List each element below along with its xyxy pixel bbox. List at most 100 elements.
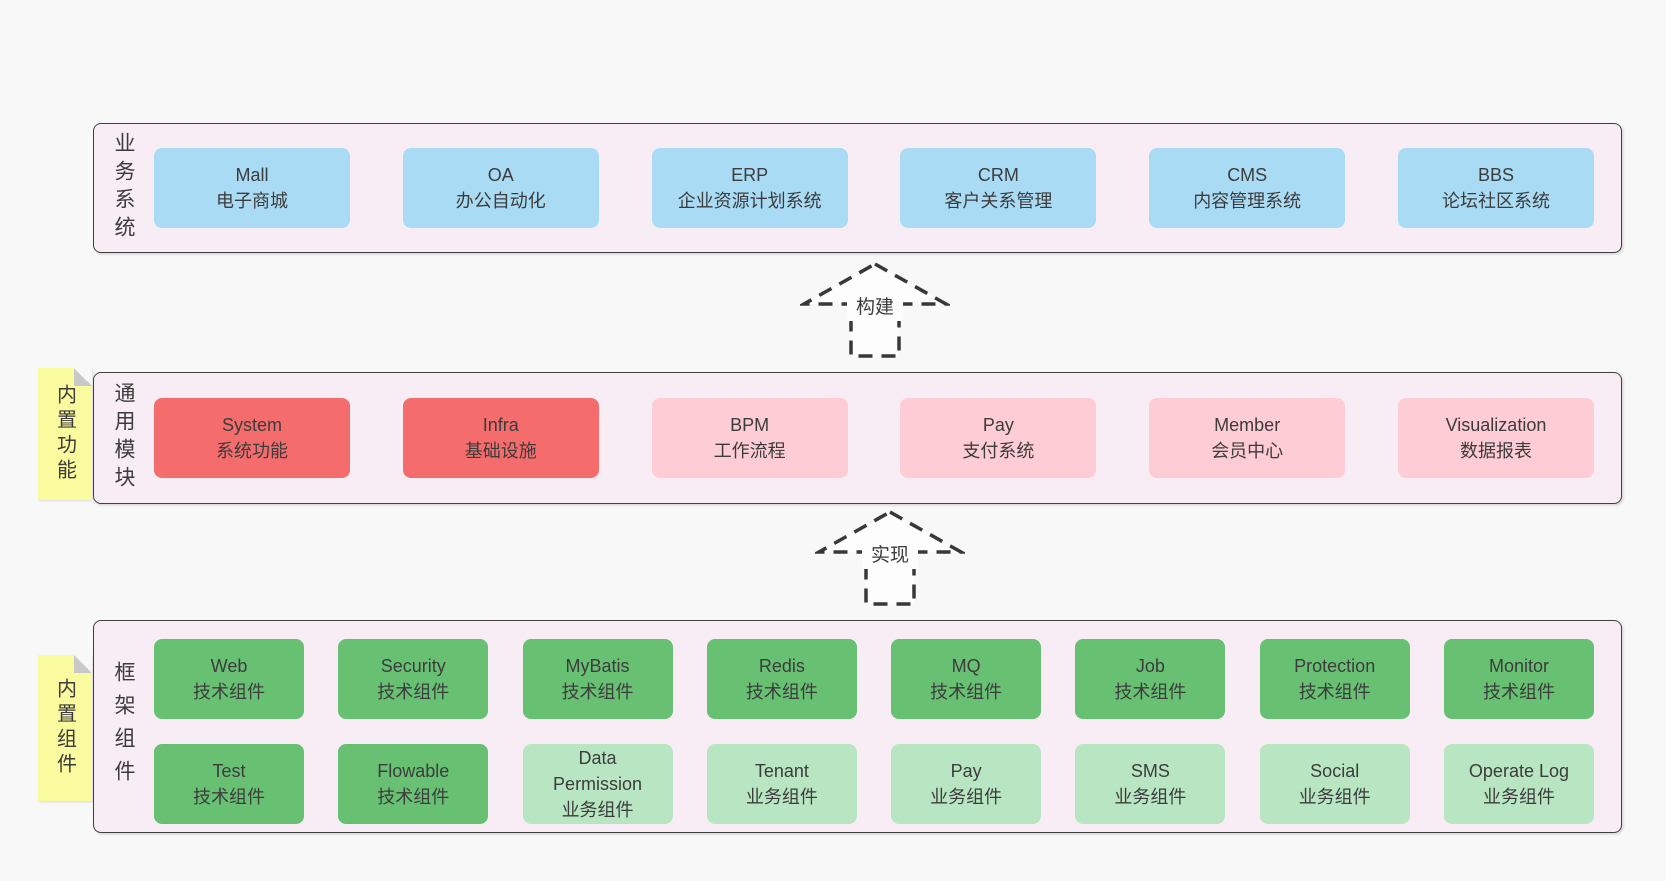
node-subtitle: 企业资源计划系统 [677, 191, 822, 211]
node-visualization: Visualization 数据报表 [1397, 398, 1594, 478]
node-subtitle: 技术组件 [1114, 682, 1187, 702]
band-framework-components: 框架组件 Web 技术组件 Security 技术组件 MyBatis 技术组件… [93, 620, 1622, 833]
node-subtitle: 工作流程 [713, 441, 786, 461]
node-mq: MQ 技术组件 [891, 639, 1042, 719]
node-test: Test 技术组件 [154, 744, 304, 824]
node-subtitle: 技术组件 [377, 682, 450, 702]
node-subtitle: 业务组件 [561, 800, 634, 821]
node-subtitle: 业务组件 [1482, 787, 1555, 807]
node-title: Test [212, 760, 246, 781]
arrow-label-backing [847, 291, 903, 321]
node-subtitle: 技术组件 [1298, 682, 1371, 702]
node-subtitle: 业务组件 [745, 787, 818, 807]
component-row-2: Test 技术组件 Flowable 技术组件 Data Permission … [154, 744, 1594, 824]
node-subtitle: 技术组件 [193, 682, 265, 702]
band-box-grid: Web 技术组件 Security 技术组件 MyBatis 技术组件 Redi… [154, 639, 1594, 849]
node-subtitle: 技术组件 [561, 682, 634, 702]
node-title: MyBatis [565, 655, 630, 676]
node-subtitle: 内容管理系统 [1193, 191, 1302, 211]
node-title: Flowable [377, 760, 450, 781]
node-mall: Mall 电子商城 [154, 148, 350, 228]
node-pay: Pay 支付系统 [900, 398, 1097, 478]
node-security: Security 技术组件 [338, 639, 489, 719]
node-web: Web 技术组件 [154, 639, 304, 719]
arrow-label-backing [862, 539, 918, 569]
node-subtitle: 办公自动化 [455, 191, 546, 211]
node-subtitle: 技术组件 [930, 682, 1003, 702]
node-subtitle: 客户关系管理 [944, 191, 1053, 211]
node-protection: Protection 技术组件 [1259, 639, 1410, 719]
note-fold-corner [74, 655, 92, 673]
node-tenant: Tenant 业务组件 [706, 744, 857, 824]
node-system: System 系统功能 [154, 398, 350, 478]
note-built-in-components: 内置组件 [38, 655, 92, 801]
node-subtitle: 业务组件 [1114, 787, 1187, 807]
node-title: Security [380, 655, 446, 676]
node-subtitle: 系统功能 [216, 441, 288, 461]
arrow-implement: 实现 [815, 508, 965, 608]
arrow-build: 构建 [800, 260, 950, 360]
node-bbs: BBS 论坛社区系统 [1397, 148, 1594, 228]
node-subtitle: 基础设施 [464, 441, 537, 461]
node-title: BBS [1477, 164, 1514, 185]
node-subtitle: 支付系统 [962, 441, 1035, 461]
node-title: Pay [950, 760, 982, 781]
node-title: Mall [235, 164, 269, 185]
node-title: MQ [951, 655, 981, 676]
band-label-business-systems: 业务系统 [112, 132, 135, 244]
arrow-label: 构建 [856, 296, 894, 318]
node-erp: ERP 企业资源计划系统 [651, 148, 848, 228]
node-title: Member [1214, 414, 1281, 435]
node-social: Social 业务组件 [1259, 744, 1410, 824]
node-title: Operate Log [1468, 760, 1569, 781]
node-title: Redis [758, 655, 805, 676]
node-subtitle: 业务组件 [930, 787, 1003, 807]
node-crm: CRM 客户关系管理 [900, 148, 1097, 228]
note-built-in-features: 内置功能 [38, 368, 92, 500]
node-subtitle: 业务组件 [1298, 787, 1371, 807]
node-redis: Redis 技术组件 [706, 639, 857, 719]
node-subtitle: 技术组件 [745, 682, 818, 702]
node-title: Social [1310, 760, 1360, 781]
node-title: Infra [482, 414, 519, 435]
node-title: Job [1135, 655, 1165, 676]
node-member: Member 会员中心 [1149, 398, 1346, 478]
node-title: Visualization [1445, 414, 1547, 435]
band-common-modules: 通用模块 System 系统功能 Infra 基础设施 BPM 工作流程 Pay… [93, 372, 1622, 504]
node-title: Protection [1294, 655, 1376, 676]
band-box-row: Mall 电子商城 OA 办公自动化 ERP 企业资源计划系统 CRM 客户关系… [154, 124, 1594, 252]
node-subtitle: 技术组件 [193, 787, 265, 807]
node-title: SMS [1130, 760, 1170, 781]
band-label-framework-components: 框架组件 [112, 660, 135, 793]
node-cms: CMS 内容管理系统 [1149, 148, 1346, 228]
node-subtitle: 会员中心 [1211, 441, 1284, 461]
node-sms: SMS 业务组件 [1075, 744, 1226, 824]
arrow-label: 实现 [871, 544, 909, 566]
node-title: BPM [730, 414, 770, 435]
node-title: System [221, 414, 282, 435]
note-text: 内置功能 [53, 384, 76, 484]
node-flowable: Flowable 技术组件 [338, 744, 489, 824]
node-monitor: Monitor 技术组件 [1443, 639, 1594, 719]
node-subtitle: 数据报表 [1459, 441, 1532, 461]
band-box-row: System 系统功能 Infra 基础设施 BPM 工作流程 Pay 支付系统… [154, 373, 1594, 503]
node-title: ERP [731, 164, 769, 185]
node-title: Tenant [754, 760, 809, 781]
node-title: CRM [977, 164, 1019, 185]
node-title: Monitor [1488, 655, 1549, 676]
node-subtitle: 技术组件 [1482, 682, 1555, 702]
node-job: Job 技术组件 [1075, 639, 1226, 719]
node-operate-log: Operate Log 业务组件 [1443, 744, 1594, 824]
node-infra: Infra 基础设施 [402, 398, 599, 478]
node-data-permission: Data Permission 业务组件 [522, 744, 673, 824]
node-title: Web [210, 655, 248, 676]
node-bpm: BPM 工作流程 [651, 398, 848, 478]
node-title: OA [487, 164, 514, 185]
node-oa: OA 办公自动化 [402, 148, 599, 228]
node-title: Pay [982, 414, 1014, 435]
node-mybatis: MyBatis 技术组件 [522, 639, 673, 719]
band-label-common-modules: 通用模块 [112, 382, 135, 494]
band-business-systems: 业务系统 Mall 电子商城 OA 办公自动化 ERP 企业资源计划系统 CRM… [93, 123, 1622, 253]
node-subtitle: 技术组件 [377, 787, 450, 807]
note-text: 内置组件 [53, 678, 76, 778]
